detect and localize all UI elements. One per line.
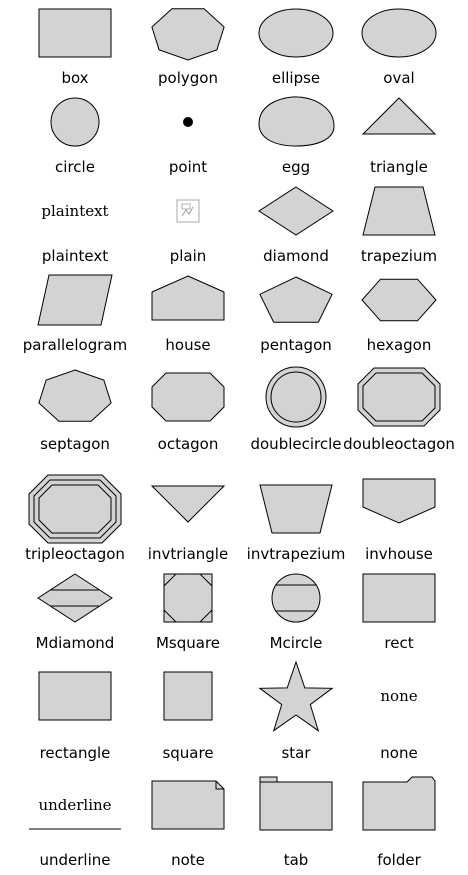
label-tripleoctagon: tripleoctagon: [25, 545, 125, 563]
shape-trapezium: [362, 186, 436, 236]
shape-mcircle: [271, 573, 321, 623]
shape-pentagon: [259, 276, 333, 323]
shape-rect: [362, 573, 436, 623]
shape-diamond: [258, 186, 334, 236]
label-doublecircle: doublecircle: [250, 435, 342, 453]
label-invtrapezium: invtrapezium: [246, 545, 346, 563]
shape-house: [151, 275, 225, 321]
label-triangle: triangle: [370, 158, 428, 176]
label-invhouse: invhouse: [365, 545, 433, 563]
label-octagon: octagon: [157, 435, 219, 453]
shape-mdiamond: [37, 573, 113, 623]
shape-egg: [258, 96, 335, 147]
label-trapezium: trapezium: [360, 247, 438, 265]
label-rect: rect: [384, 634, 414, 652]
label-diamond: diamond: [263, 247, 329, 265]
label-point: point: [168, 158, 208, 176]
label-none: none: [380, 744, 418, 762]
shape-septagon: [38, 369, 112, 422]
label-polygon: polygon: [158, 69, 218, 87]
shape-note: [151, 780, 225, 830]
shape-star: [258, 660, 334, 732]
shape-oval: [361, 8, 437, 58]
shape-octagon: [151, 372, 225, 422]
shape-doubleoctagon: [357, 367, 441, 427]
label-parallelogram: parallelogram: [22, 336, 128, 354]
label-plain: plain: [169, 247, 207, 265]
none-text: none: [380, 687, 417, 705]
shape-hexagon: [361, 278, 437, 322]
shape-triangle: [361, 97, 437, 135]
label-circle: circle: [55, 158, 95, 176]
label-tab: tab: [283, 851, 309, 869]
label-underline: underline: [39, 851, 111, 869]
shape-doublecircle: [265, 366, 327, 428]
shape-invhouse: [362, 478, 436, 524]
label-hexagon: hexagon: [366, 336, 432, 354]
label-rectangle: rectangle: [39, 744, 111, 762]
shape-polygon: [151, 8, 225, 61]
shape-none: none: [380, 687, 417, 705]
label-pentagon: pentagon: [260, 336, 332, 354]
label-star: star: [281, 744, 311, 762]
label-box: box: [61, 69, 89, 87]
shape-tripleoctagon: [28, 474, 122, 544]
label-egg: egg: [281, 158, 311, 176]
shape-parallelogram: [37, 274, 113, 326]
label-ellipse: ellipse: [271, 69, 321, 87]
shape-circle: [50, 97, 100, 147]
label-plaintext: plaintext: [41, 247, 109, 265]
shape-invtrapezium: [259, 484, 333, 534]
shape-box: [38, 8, 112, 58]
label-oval: oval: [383, 69, 415, 87]
shape-msquare: [163, 573, 213, 623]
label-mcircle: Mcircle: [269, 634, 323, 652]
underline-text: underline: [38, 796, 111, 814]
label-folder: folder: [377, 851, 421, 869]
label-invtriangle: invtriangle: [147, 545, 229, 563]
shape-underline: underline: [29, 796, 121, 830]
shape-ellipse: [258, 8, 334, 58]
label-house: house: [165, 336, 211, 354]
shape-folder: [362, 776, 436, 831]
label-doubleoctagon: doubleoctagon: [343, 435, 455, 453]
shape-plain: [176, 199, 200, 223]
label-mdiamond: Mdiamond: [35, 634, 115, 652]
shape-plaintext: plaintext: [41, 202, 108, 220]
plaintext-text: plaintext: [41, 202, 108, 220]
shape-point: [183, 117, 193, 127]
shape-invtriangle: [150, 485, 226, 523]
label-note: note: [171, 851, 205, 869]
label-square: square: [162, 744, 214, 762]
shape-rectangle: [38, 671, 112, 721]
label-msquare: Msquare: [155, 634, 221, 652]
label-septagon: septagon: [40, 435, 110, 453]
shape-square: [163, 671, 213, 721]
shape-tab: [259, 776, 333, 831]
